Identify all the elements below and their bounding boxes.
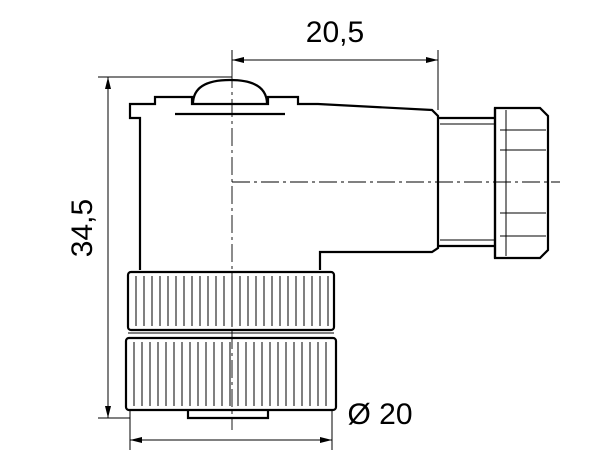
bottom-contact-stub: [186, 410, 270, 420]
height-label: 34,5: [66, 199, 99, 257]
lower-knurled-ring: [124, 336, 338, 412]
diameter-label: Ø 20: [347, 398, 412, 431]
upper-knurled-ring: [126, 270, 336, 332]
cable-outlet: [438, 106, 550, 260]
dimension-height: 34,5: [66, 76, 232, 419]
width-label: 20,5: [306, 16, 364, 49]
dimension-diameter: Ø 20: [129, 398, 413, 450]
dimension-width: 20,5: [231, 16, 439, 110]
connector-housing: [128, 78, 440, 270]
